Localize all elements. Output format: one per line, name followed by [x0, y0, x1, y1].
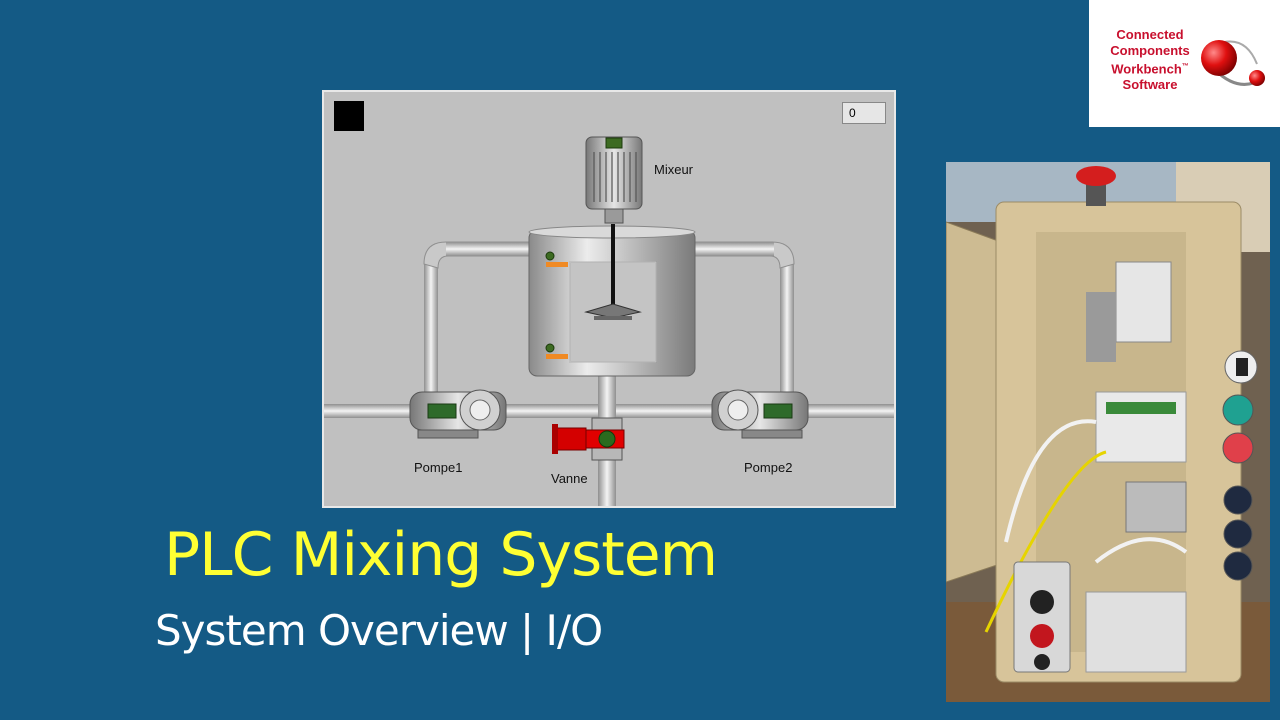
logo-trademark: ™ [1181, 63, 1189, 70]
slide-subtitle: System Overview | I/O [155, 606, 603, 655]
pipe-right-top [690, 242, 774, 256]
pipe-right-bottom [804, 404, 894, 418]
mixer-motor [585, 136, 643, 224]
logo-text: Connected Components Workbench™ Software [1095, 27, 1205, 93]
logo-line3-wrap: Workbench™ [1095, 59, 1205, 77]
counter-display: 0 [842, 102, 886, 124]
mixer-label: Mixeur [654, 162, 694, 177]
level-sensor-high [545, 251, 568, 267]
pump2 [711, 389, 809, 439]
valve-label: Vanne [551, 471, 588, 486]
status-indicator [334, 101, 364, 131]
ccw-logo: Connected Components Workbench™ Software [1089, 0, 1280, 127]
pipe-left-top [446, 242, 530, 256]
pump1-label: Pompe1 [414, 460, 463, 475]
level-sensor-low [545, 343, 568, 359]
pipe-left-riser [424, 262, 438, 392]
logo-line3: Workbench [1111, 61, 1182, 77]
control-cabinet-photo [946, 162, 1270, 702]
logo-sphere-icon [1201, 40, 1265, 86]
logo-line1: Connected [1116, 27, 1184, 42]
cabinet-illustration [946, 162, 1270, 702]
pump2-label: Pompe2 [744, 460, 793, 475]
pipe-right-riser [780, 262, 794, 392]
pipe-left-bottom [324, 404, 416, 418]
pump1 [409, 389, 507, 439]
agitator [584, 224, 642, 320]
hmi-panel: 0 Mixeur Pompe1 Vanne Pompe2 [322, 90, 896, 508]
valve [552, 417, 625, 461]
logo-line4: Software [1122, 77, 1178, 93]
process-diagram [324, 136, 894, 506]
slide-title: PLC Mixing System [164, 520, 718, 590]
logo-line2: Components [1110, 43, 1190, 58]
